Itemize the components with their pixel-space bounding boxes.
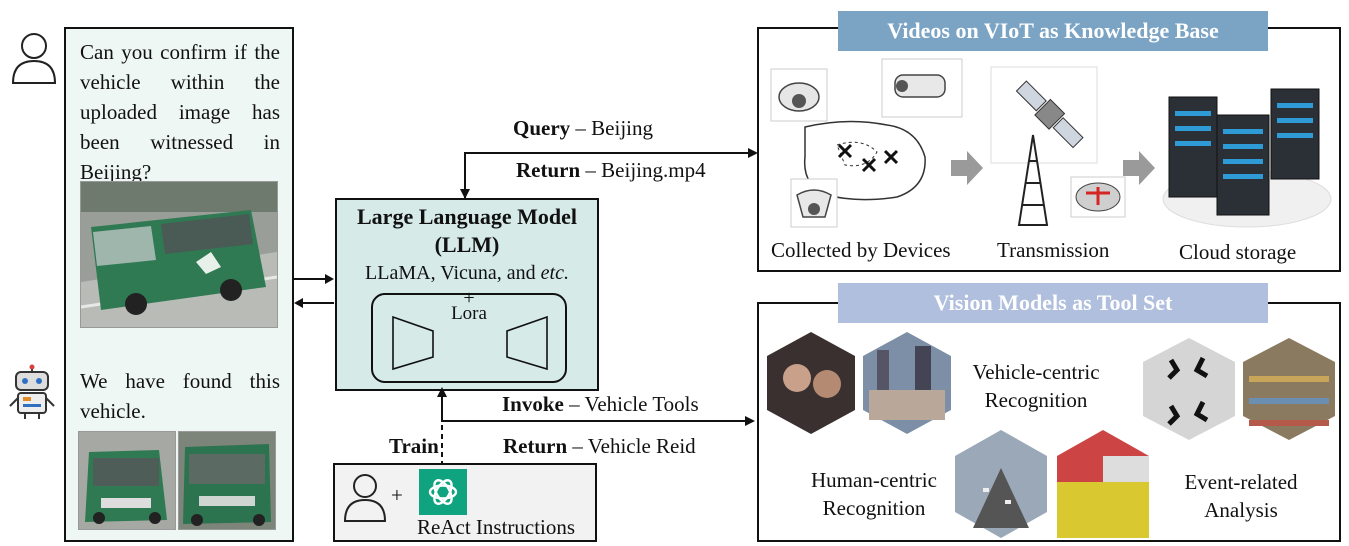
- user-icon: [343, 474, 387, 522]
- lora-label: Lora: [451, 303, 487, 324]
- llm-box: Large Language Model (LLM) LLaMA, Vicuna…: [335, 198, 599, 391]
- openai-logo-icon: [419, 469, 467, 515]
- vehicle-photos-hexagons: [955, 430, 1149, 538]
- knowledge-base-panel: Collected by Devices Transmission Cloud …: [757, 27, 1341, 272]
- human-centric-line2: Recognition: [822, 496, 926, 520]
- cloud-servers-illustration: [1162, 88, 1332, 228]
- vision-models-panel: Vehicle-centric Recognition Human-centri…: [757, 302, 1341, 542]
- react-instructions-label: ReAct Instructions: [417, 515, 576, 539]
- invoke-key: Invoke: [502, 392, 564, 416]
- found-bus-image-2: [178, 431, 276, 530]
- return-reid-label: Return – Vehicle Reid: [503, 434, 696, 459]
- vehicle-centric-line1: Vehicle-centric: [972, 360, 1100, 384]
- llm-models: LLaMA, Vicuna, and etc.: [337, 262, 597, 285]
- react-box: + ReAct Instructions: [333, 463, 597, 542]
- return-reid-value: – Vehicle Reid: [567, 434, 696, 458]
- step-cloud-storage: Cloud storage: [1179, 240, 1297, 264]
- event-related-line1: Event-related: [1184, 470, 1298, 494]
- step-transmission: Transmission: [997, 238, 1110, 262]
- robot-icon: [9, 364, 55, 419]
- invoke-value: – Vehicle Tools: [563, 392, 699, 416]
- llm-models-list: LLaMA, Vicuna, and: [365, 262, 541, 284]
- lora-plus: +: [463, 287, 475, 309]
- invoke-return-arrow: [437, 387, 755, 463]
- query-value: – Beijing: [570, 116, 653, 140]
- invoke-label: Invoke – Vehicle Tools: [502, 392, 699, 417]
- return-video-key: Return: [516, 158, 581, 182]
- found-bus-image-1: [78, 431, 176, 530]
- chat-panel: Can you confirm if the vehicle within th…: [64, 27, 294, 542]
- arrow-right-icon: [951, 151, 983, 185]
- llm-models-etc: etc.: [540, 262, 569, 284]
- chat-llm-arrows: [294, 274, 334, 308]
- encoder-decoder-shape: [392, 315, 548, 371]
- query-key: Query: [513, 116, 571, 140]
- query-label: Query – Beijing: [513, 116, 653, 141]
- vision-models-banner: Vision Models as Tool Set: [838, 283, 1268, 323]
- user-question: Can you confirm if the vehicle within th…: [80, 40, 280, 184]
- satellite-tower-illustration: [990, 66, 1126, 226]
- return-video-label: Return – Beijing.mp4: [516, 158, 706, 183]
- user-icon: [11, 33, 57, 84]
- event-related-line2: Analysis: [1204, 498, 1278, 522]
- llm-title-line2: (LLM): [434, 232, 500, 257]
- lora-adapter: + Lora: [371, 287, 567, 383]
- event-photos-hexagons: [1143, 338, 1335, 440]
- assistant-answer: We have found this vehicle.: [80, 369, 280, 423]
- camera-devices-illustration: [770, 58, 963, 228]
- return-video-value: – Beijing.mp4: [580, 158, 706, 182]
- knowledge-base-banner: Videos on VIoT as Knowledge Base: [838, 11, 1268, 51]
- react-plus: +: [391, 483, 403, 507]
- query-return-arrow: [460, 148, 758, 199]
- llm-title-line1: Large Language Model: [357, 204, 577, 229]
- human-photos-hexagons: [767, 332, 951, 434]
- step-collected: Collected by Devices: [771, 238, 951, 262]
- human-centric-line1: Human-centric: [811, 468, 937, 492]
- train-label: Train: [389, 434, 439, 458]
- vehicle-centric-line2: Recognition: [984, 388, 1088, 412]
- return-reid-key: Return: [503, 434, 568, 458]
- arrow-right-icon: [1123, 151, 1155, 185]
- uploaded-bus-image: [80, 181, 278, 328]
